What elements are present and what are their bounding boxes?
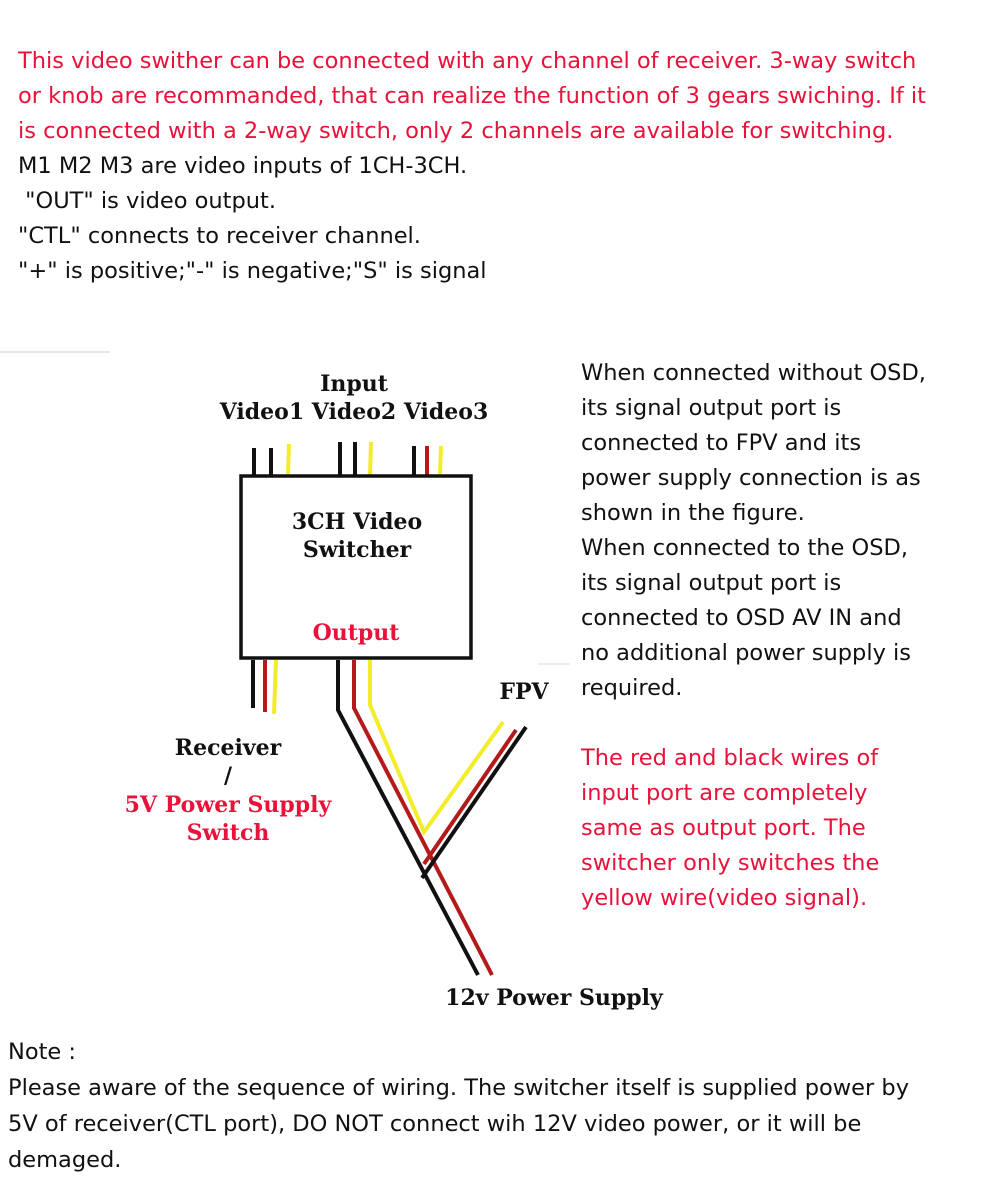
receiver-label: Receiver [175,735,282,761]
video2-yellow-wire [368,441,373,477]
osd-note-line-6: When connected to the OSD, [581,535,909,561]
fpv-label: FPV [499,679,549,705]
output-wires [336,660,570,976]
osd-note-line-7: its signal output port is [581,570,842,596]
osd-note-line-3: connected to FPV and its [581,430,862,456]
output-red-wire [352,660,494,976]
power-switch-label-2: Switch [187,820,270,846]
box-label-line-1: 3CH Video [292,509,422,535]
osd-note-line-5: shown in the figure. [581,500,805,526]
output-yellow-wire [368,660,505,837]
connection-notes: When connected without OSD, its signal o… [581,356,993,916]
box-label-line-2: Switcher [303,537,412,563]
intro-red-line-2: or knob are recommanded, that can realiz… [18,83,927,109]
spacer [581,706,993,741]
intro-line-1: M1 M2 M3 are video inputs of 1CH-3CH. [18,153,468,179]
wire-note-line-3: same as output port. The [581,815,866,841]
osd-note-line-8: connected to OSD AV IN and [581,605,902,631]
wire-note-line-1: The red and black wires of [581,745,879,771]
input-wires [252,441,443,477]
video-labels: Video1 Video2 Video3 [219,399,489,425]
intro-line-2: "OUT" is video output. [18,188,277,214]
note-line-2: 5V of receiver(CTL port), DO NOT connect… [8,1111,862,1137]
osd-note-line-2: its signal output port is [581,395,842,421]
receiver-slash: / [224,763,233,789]
power-supply-label: 12v Power Supply [445,985,664,1011]
intro-red-line-1: This video swither can be connected with… [18,48,917,74]
note-line-1: Please aware of the sequence of wiring. … [8,1075,910,1101]
wire-note-line-2: input port are completely [581,780,868,806]
video1-yellow-wire [286,443,291,477]
warning-note: Note : Please aware of the sequence of w… [8,1034,998,1178]
receiver-wires [251,659,278,715]
intro-line-3: "CTL" connects to receiver channel. [18,223,421,249]
osd-note-line-1: When connected without OSD, [581,360,926,386]
input-label: Input [320,371,389,397]
wire-note-line-5: yellow wire(video signal). [581,885,868,911]
fpv-black-wire [420,725,528,880]
osd-note-line-10: required. [581,675,683,701]
receiver-yellow-wire [272,659,278,715]
osd-note-line-9: no additional power supply is [581,640,912,666]
video3-yellow-wire [438,445,443,477]
switcher-box [239,474,473,660]
note-title: Note : [8,1039,76,1065]
note-line-3: demaged. [8,1147,122,1173]
output-label: Output [313,620,401,646]
osd-note-line-4: power supply connection is as [581,465,921,491]
intro-line-4: "+" is positive;"-" is negative;"S" is s… [18,258,487,284]
wire-note-line-4: switcher only switches the [581,850,880,876]
intro-red-line-3: is connected with a 2-way switch, only 2… [18,118,894,144]
fpv-red-wire [422,728,518,866]
intro-text: This video swither can be connected with… [18,44,993,289]
output-black-wire [336,660,480,976]
power-switch-label-1: 5V Power Supply [125,792,333,818]
